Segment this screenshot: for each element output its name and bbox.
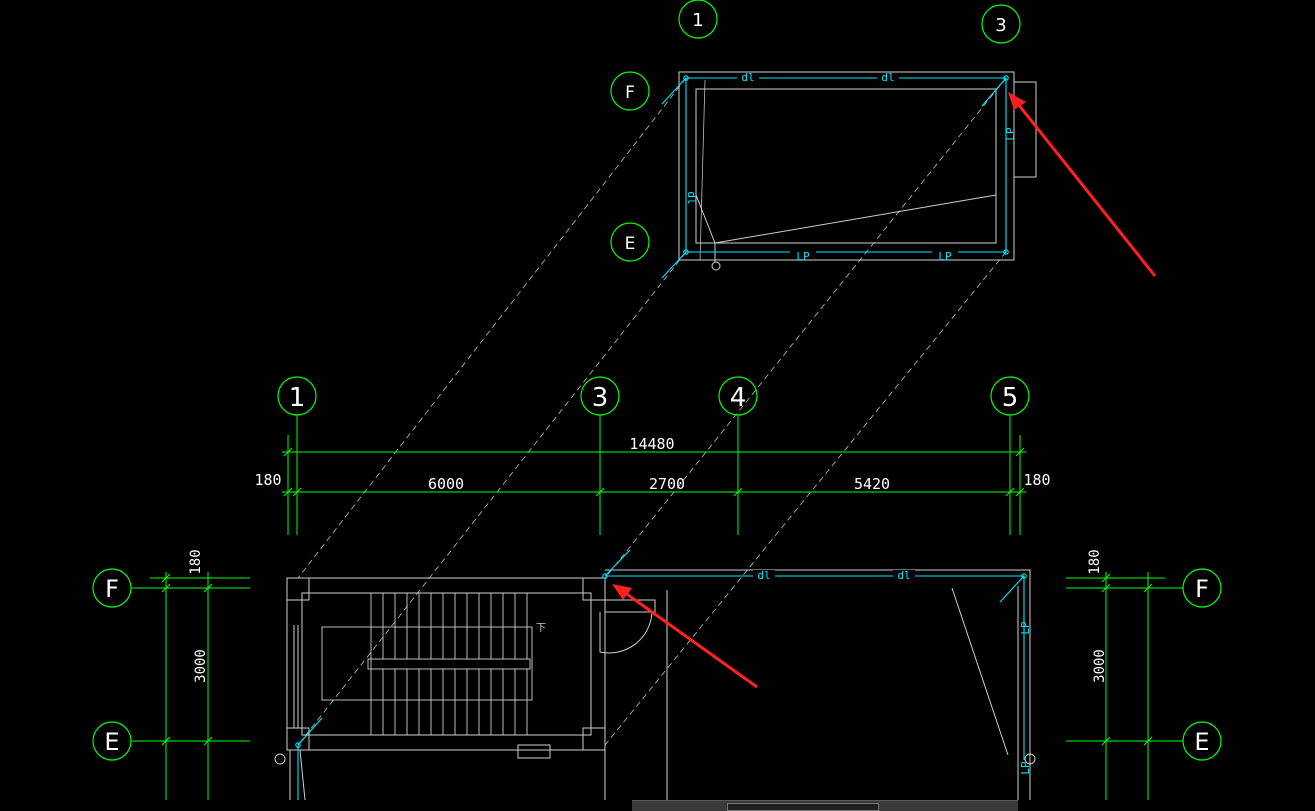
plan-pipes (295, 549, 1027, 800)
annotation-arrows (612, 92, 1157, 689)
plan-axis-bubble-3: 3 (580, 376, 620, 416)
dim-left-offset: 180 (254, 471, 281, 489)
upper-axis-label-F: F (625, 83, 635, 103)
plan-axis-label-1: 1 (289, 383, 306, 413)
upper-axis-bubble-F: F (610, 71, 650, 111)
upper-axis-bubble-3: 3 (981, 4, 1021, 44)
dim-bay-2: 2700 (649, 475, 685, 493)
plan-axis-bubble-5: 5 (990, 376, 1030, 416)
plan-axis-bubble-1: 1 (277, 376, 317, 416)
plan-axis-label-4: 4 (730, 383, 747, 413)
plan-left-axis-bubble-E: E (92, 721, 132, 761)
dim-bay-1: 6000 (428, 475, 464, 493)
dim-row-offset-left: 180 (188, 549, 204, 574)
plan-left-axis-bubble-F: F (92, 568, 132, 608)
upper-pipe-tag-top-1: dl (741, 71, 754, 84)
plan-right-axis-bubble-E: E (1182, 721, 1222, 761)
dim-overall: 14480 (629, 435, 674, 453)
plan-right-axis-label-E: E (1194, 728, 1209, 756)
plan-axis-label-3: 3 (592, 383, 609, 413)
plan-left-axis-label-E: E (104, 728, 119, 756)
dim-row-span-right: 3000 (1092, 649, 1108, 683)
annotation-arrowhead-lower (612, 584, 632, 600)
plan-pipe-tag-top-1: dl (757, 569, 770, 582)
stair (321, 593, 533, 735)
upper-pipe-tag-left: dl (685, 191, 698, 204)
upper-detail: 1 3 F E (610, 0, 1037, 279)
upper-walls (678, 71, 1037, 271)
plan-axis-columns: 1 3 4 5 (277, 376, 1030, 416)
upper-pipe-tag-top-2: dl (881, 71, 894, 84)
plan-horizontal-dimensions (282, 415, 1026, 535)
upper-axis-label-1: 1 (692, 10, 703, 31)
upper-pipe-tag-bottom-2: LP (938, 250, 952, 263)
upper-axis-bubble-1: 1 (678, 0, 718, 39)
dim-row-offset-right: 180 (1087, 549, 1103, 574)
dim-bay-3: 5420 (854, 475, 890, 493)
plan-pipe-tag-right-2: LP (1019, 761, 1032, 775)
plan-walls (274, 569, 1036, 801)
annotation-arrow-upper (1016, 103, 1157, 277)
plan-left-axis-label-F: F (105, 575, 119, 603)
upper-axis-label-E: E (625, 234, 636, 254)
upper-axis-bubble-E: E (610, 222, 650, 262)
plan-left-row-axes: F E 180 3000 (92, 549, 250, 800)
upper-pipe-tag-right: LP (1004, 127, 1017, 141)
stair-note: 下 (536, 623, 546, 634)
annotation-arrow-lower (623, 590, 758, 689)
plan-right-row-axes: F E 180 3000 (1066, 549, 1222, 800)
status-bar (632, 800, 1018, 811)
plan-right-axis-label-F: F (1195, 575, 1209, 603)
dim-right-offset: 180 (1023, 471, 1050, 489)
upper-axis-label-3: 3 (995, 15, 1006, 36)
plan-axis-bubble-4: 4 (718, 376, 758, 416)
plan-right-axis-bubble-F: F (1182, 568, 1222, 608)
dim-row-span-left: 3000 (193, 649, 209, 683)
annotation-arrowhead-upper (1008, 92, 1026, 110)
plan-pipe-tag-top-2: dl (897, 569, 910, 582)
projection-lines (297, 77, 1007, 746)
upper-pipes (661, 75, 1009, 279)
plan-axis-label-5: 5 (1002, 383, 1019, 413)
plan-pipe-tag-right-1: LP (1019, 621, 1032, 635)
upper-pipe-tag-bottom-1: LP (796, 250, 810, 263)
